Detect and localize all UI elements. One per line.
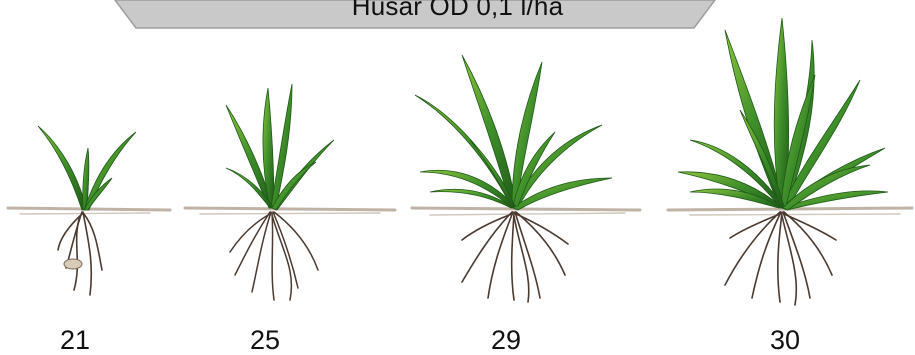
roots-stage-21 (58, 212, 102, 295)
leaves-stage-29 (415, 55, 612, 210)
stage-label-21: 21 (35, 326, 115, 354)
roots-stage-29 (462, 212, 568, 302)
plant-stage-30 (678, 18, 888, 305)
roots-stage-30 (725, 212, 836, 305)
leaves-stage-21 (38, 126, 136, 210)
soil-line (8, 208, 912, 215)
stage-label-25: 25 (225, 326, 305, 354)
stage-label-29: 29 (466, 326, 546, 354)
leaves-stage-25 (226, 84, 334, 210)
leaves-stage-30 (678, 18, 888, 210)
seed (64, 259, 82, 269)
plant-stage-25 (226, 84, 334, 300)
plant-stage-29 (415, 55, 612, 302)
roots-stage-25 (230, 212, 318, 300)
stage-label-30: 30 (745, 326, 825, 354)
